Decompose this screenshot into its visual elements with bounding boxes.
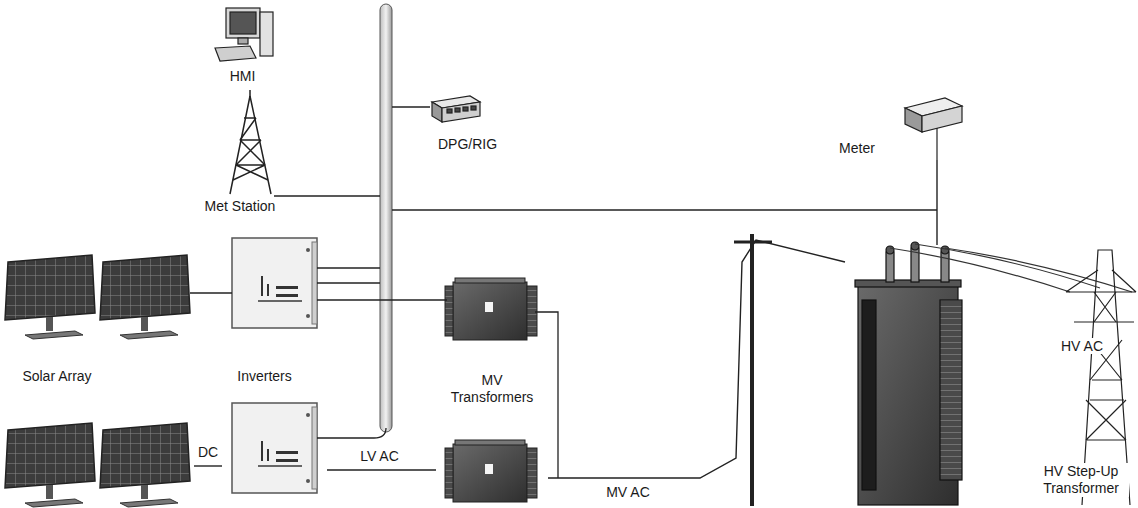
device-label: Solar Array xyxy=(2,368,112,385)
device-label: HV Step-Up Transformer xyxy=(1033,463,1129,497)
device-label: Inverters xyxy=(222,368,307,385)
device-label: Met Station xyxy=(185,198,295,215)
power-line xyxy=(936,160,937,245)
line-label: LV AC xyxy=(357,448,402,464)
line-label: DC xyxy=(195,444,221,460)
device-node: Meter xyxy=(822,92,967,160)
device-node: Solar Array xyxy=(2,250,194,506)
device-label: DPG/RIG xyxy=(420,136,515,153)
device-label: MV Transformers xyxy=(444,372,540,406)
power-line xyxy=(194,465,222,466)
power-line xyxy=(548,240,845,478)
device-label: HMI xyxy=(205,68,280,85)
device-node: Inverters xyxy=(222,232,327,500)
device-node: HMI xyxy=(205,4,280,90)
device-label: Meter xyxy=(822,140,892,157)
device-node: MV Transformers xyxy=(436,272,548,506)
device-node: DPG/RIG xyxy=(420,90,515,158)
device-node: Met Station xyxy=(185,92,295,222)
device-node: HV Step-Up Transformer xyxy=(845,245,970,505)
power-line xyxy=(327,469,436,470)
line-label: HV AC xyxy=(1058,338,1106,354)
line-label: MV AC xyxy=(603,484,653,500)
